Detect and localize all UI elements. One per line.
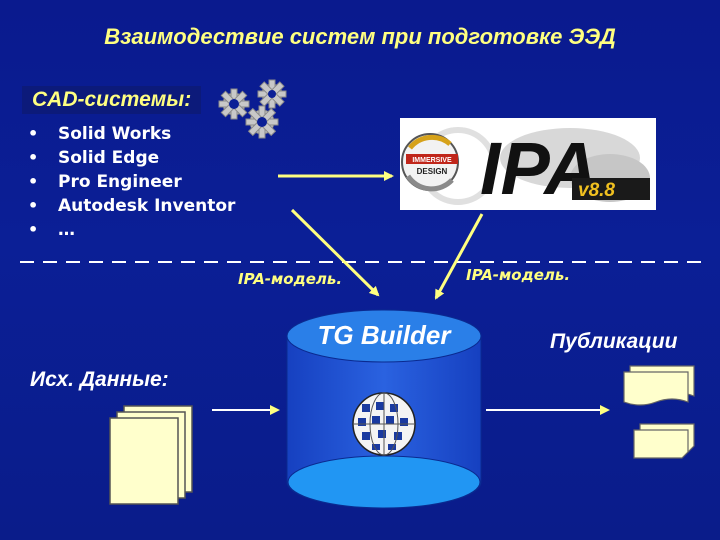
ipa-model-label: IPA-модель.: [466, 266, 571, 284]
globe-grid-icon: [352, 392, 416, 456]
source-data-label: Исх. Данные:: [30, 368, 169, 391]
badge-line-1: IMMERSIVE: [412, 157, 452, 164]
badge-line-2: DESIGN: [417, 167, 448, 176]
list-item: Autodesk Inventor: [28, 194, 235, 218]
source-documents-stack: [109, 405, 193, 505]
publication-document: [623, 365, 695, 406]
publications-label: Публикации: [550, 330, 678, 353]
list-item: …: [28, 218, 235, 242]
tg-builder-label: TG Builder: [317, 320, 451, 350]
arrow-ipa-to-tg: [434, 213, 484, 300]
ipa-model-label: IPA-модель.: [238, 270, 343, 288]
list-item: Solid Edge: [28, 146, 235, 170]
ipa-logo-graphic: IMMERSIVE DESIGN IPA v8.8: [401, 127, 650, 210]
arrow-cad-to-tg: [290, 208, 380, 297]
slide-title: Взаимодествие систем при подготовке ЭЭД: [104, 24, 616, 49]
ipa-logo: IMMERSIVE DESIGN IPA v8.8: [400, 118, 656, 210]
cad-systems-label: CAD-системы:: [22, 86, 202, 114]
cad-systems-list: Solid Works Solid Edge Pro Engineer Auto…: [28, 122, 235, 242]
gears-icon: [218, 79, 287, 139]
publication-document: [633, 423, 695, 459]
ipa-version: v8.8: [578, 180, 615, 201]
list-item: Pro Engineer: [28, 170, 235, 194]
list-item: Solid Works: [28, 122, 235, 146]
